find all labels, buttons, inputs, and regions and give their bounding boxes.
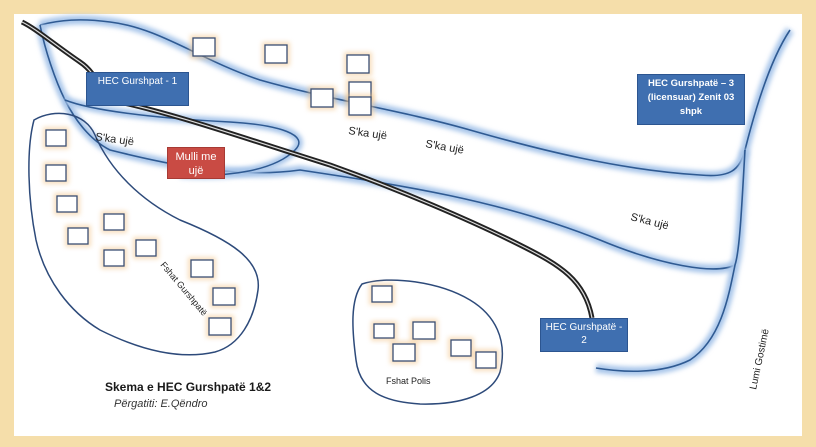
house	[45, 129, 67, 147]
caption-title: Skema e HEC Gurshpatë 1&2	[105, 380, 272, 394]
house	[450, 339, 472, 357]
label-village-polis: Fshat Polis	[386, 376, 431, 386]
house	[208, 317, 232, 336]
house	[373, 323, 395, 339]
house	[103, 213, 125, 231]
houses	[43, 35, 499, 371]
hec-2-box: HEC Gurshpatë - 2	[540, 318, 628, 352]
river-network	[35, 15, 794, 376]
house	[310, 88, 334, 108]
mill-box: Mulli me ujë	[167, 147, 225, 179]
house	[412, 321, 436, 340]
house	[190, 259, 214, 278]
house	[348, 96, 372, 116]
house	[392, 343, 416, 362]
river-gostime	[595, 149, 746, 373]
mill-label: Mulli me ujë	[175, 151, 217, 177]
house	[346, 54, 370, 74]
house	[45, 164, 67, 182]
village-gurshpate-boundary	[28, 112, 260, 356]
house	[103, 249, 125, 267]
hec-3-label: HEC Gurshpatë – 3 (licensuar) Zenit 03 s…	[647, 78, 735, 117]
village-polis-boundary	[352, 279, 504, 405]
house	[56, 195, 78, 213]
label-ska-1: S'ka ujë	[95, 131, 135, 148]
house	[212, 287, 236, 306]
hec-1-label: HEC Gurshpat - 1	[97, 76, 178, 87]
label-ska-2: S'ka ujë	[348, 125, 388, 142]
house	[475, 351, 497, 369]
house	[135, 239, 157, 257]
hec-1-box: HEC Gurshpat - 1	[86, 72, 189, 106]
hec-2-label: HEC Gurshpatë - 2	[545, 322, 623, 346]
penstock-pipeline	[20, 19, 595, 319]
hec-3-box: HEC Gurshpatë – 3 (licensuar) Zenit 03 s…	[637, 74, 745, 125]
house	[264, 44, 288, 64]
caption-author: Përgatiti: E.Qëndro	[114, 398, 208, 410]
house	[192, 37, 216, 57]
house	[67, 227, 89, 245]
river-mill-channel	[64, 99, 300, 176]
house	[371, 285, 393, 303]
